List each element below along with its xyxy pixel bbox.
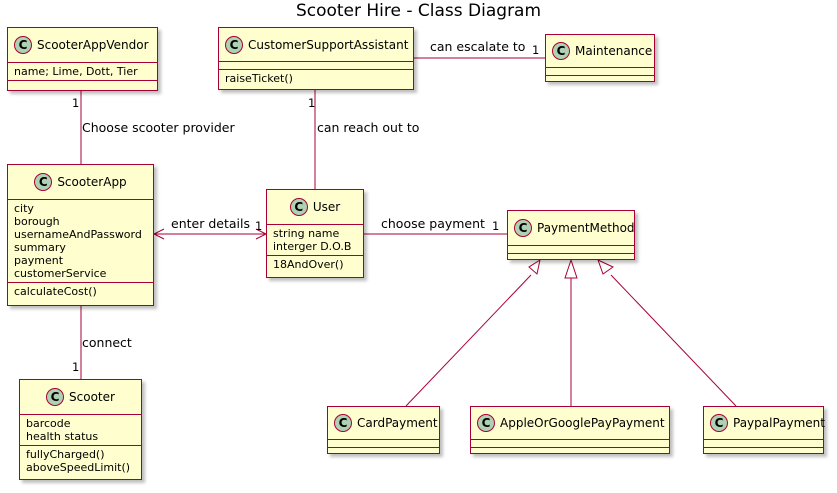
attributes-section: string name interger D.O.B [267,224,363,255]
methods-section [508,253,634,261]
edge-paypal-paymentmethod [610,274,737,407]
attributes-section [546,67,654,75]
class-cardpayment[interactable]: C CardPayment [327,406,440,454]
attributes-section: name; Lime, Dott, Tier [8,62,157,80]
class-icon: C [289,198,308,216]
attributes-section [471,439,669,447]
attribute: summary [14,241,66,254]
class-name: PaypalPayment [733,416,825,430]
attributes-section: city borough usernameAndPassword summary… [8,199,153,282]
methods-section: 18AndOver() [267,255,363,273]
attribute: string name [273,227,340,240]
method: aboveSpeedLimit() [26,461,131,474]
class-icon: C [477,414,495,432]
class-icon: C [514,219,532,237]
label-can-escalate-to: can escalate to [430,39,526,54]
method: fullyCharged() [26,448,105,461]
method: 18AndOver() [273,258,344,271]
class-name: ScooterAppVendor [37,38,149,52]
methods-section [704,447,823,455]
label-can-reach-out-to: can reach out to [317,120,420,135]
methods-section [328,447,439,455]
class-icon: C [46,388,65,406]
class-name: Scooter [69,390,115,404]
method: calculateCost() [14,285,97,298]
class-name: PaymentMethod [537,221,635,235]
class-paypalpayment[interactable]: C PaypalPayment [703,406,825,455]
class-icon: C [552,42,570,60]
class-name: Maintenance [575,44,653,58]
methods-section: fullyCharged() aboveSpeedLimit() [20,445,141,476]
class-name: User [312,200,341,214]
diagram-title: Scooter Hire - Class Diagram [295,1,542,21]
class-customersupportassistant[interactable]: C CustomerSupportAssistant raiseTicket() [218,27,414,90]
attributes-section [328,439,439,447]
attributes-section [508,245,634,253]
attribute: name; Lime, Dott, Tier [14,65,138,78]
methods-section [8,80,157,88]
class-icon: C [710,414,728,432]
class-name: AppleOrGooglePayPayment [500,416,665,430]
methods-section [546,75,654,83]
label-enter-details: enter details [171,216,250,231]
multiplicity-maintenance: 1 [532,43,540,57]
methods-section [471,447,669,455]
inheritance-triangle-paypal [597,259,614,275]
class-scooterapp[interactable]: C ScooterApp city borough usernameAndPas… [7,164,154,306]
attributes-section [704,439,823,447]
class-name: CardPayment [357,416,438,430]
class-appleorgooglepaypayment[interactable]: C AppleOrGooglePayPayment [470,406,670,454]
multiplicity-user: 1 [255,219,263,233]
label-choose-payment: choose payment [381,216,485,231]
attribute: payment [14,254,64,267]
methods-section: raiseTicket() [219,69,413,87]
class-name: CustomerSupportAssistant [248,37,409,52]
multiplicity-paymentmethod: 1 [492,219,500,233]
inheritance-triangle-applegoogle [564,258,578,279]
class-scooterappvendor[interactable]: C ScooterAppVendor name; Lime, Dott, Tie… [7,27,158,91]
multiplicity-support: 1 [308,96,316,110]
class-name: ScooterApp [57,175,127,189]
class-maintenance[interactable]: C Maintenance [545,34,655,82]
multiplicity-vendor: 1 [72,96,80,110]
attribute: barcode [26,417,71,430]
class-icon: C [334,414,352,432]
edge-card-paymentmethod [405,274,532,407]
attribute: interger D.O.B [273,240,352,253]
methods-section: calculateCost() [8,282,153,300]
label-choose-scooter-provider: Choose scooter provider [82,120,235,135]
attribute: city [14,202,34,215]
attribute: usernameAndPassword [14,228,142,241]
inheritance-triangle-card [528,258,541,275]
attribute: customerService [14,267,107,280]
class-scooter[interactable]: C Scooter barcode health status fullyCha… [19,379,142,480]
class-icon: C [14,36,32,54]
attribute: borough [14,215,60,228]
multiplicity-scooter: 1 [72,360,80,374]
attributes-section: barcode health status [20,414,141,445]
label-connect: connect [82,335,132,350]
attributes-section [219,61,413,69]
arrowhead-left [152,228,165,240]
class-user[interactable]: C User string name interger D.O.B 18AndO… [266,189,364,278]
attribute: health status [26,430,99,443]
class-paymentmethod[interactable]: C PaymentMethod [507,210,635,260]
class-icon: C [34,173,53,191]
class-icon: C [225,35,243,54]
method: raiseTicket() [225,72,293,85]
